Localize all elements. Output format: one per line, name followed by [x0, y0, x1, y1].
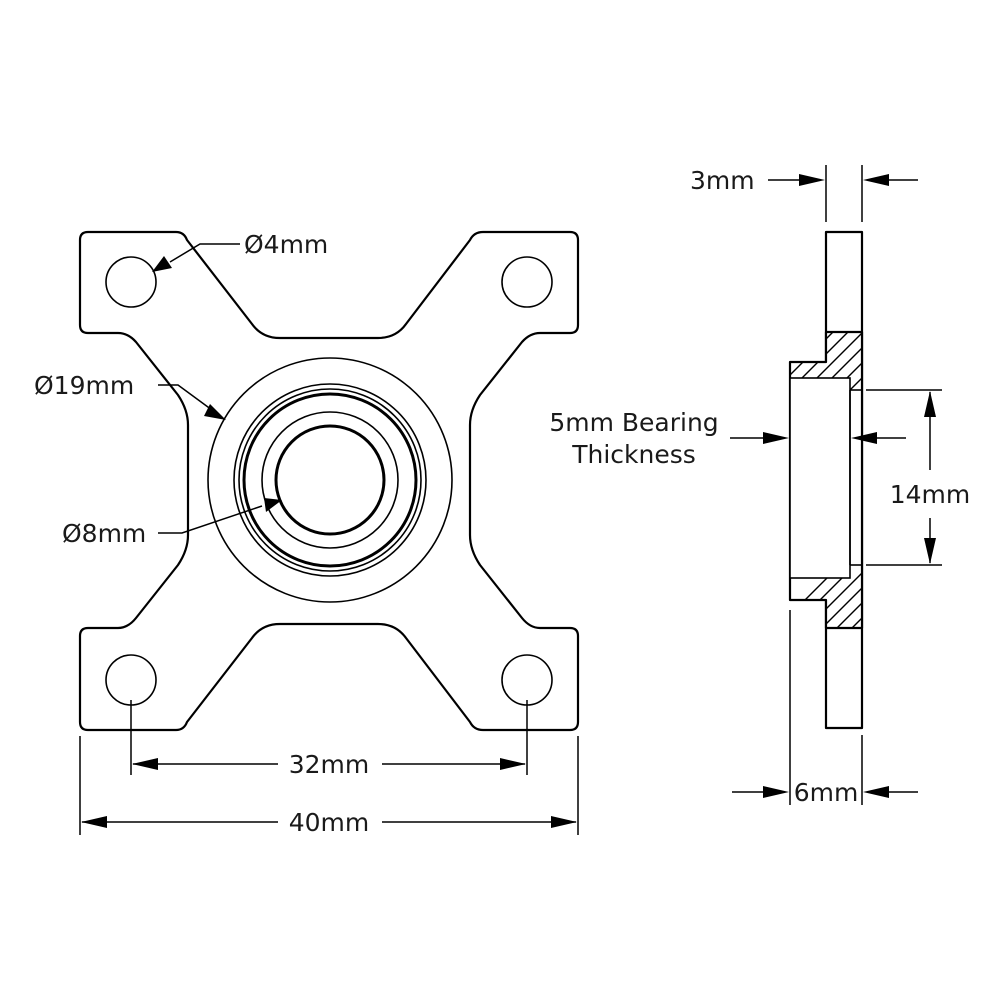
bearing-od-label: 14mm [890, 480, 971, 509]
overall-width-label: 40mm [289, 808, 370, 837]
bearing-thickness-label-2: Thickness [571, 440, 696, 469]
flange-thickness-label: 3mm [690, 166, 755, 195]
bearing-cavity [789, 377, 851, 579]
overall-thickness-label: 6mm [794, 778, 859, 807]
front-view [78, 230, 580, 732]
side-view [788, 230, 864, 730]
hole-spacing-label: 32mm [289, 750, 370, 779]
mount-hole-top-right [501, 256, 553, 308]
side-view-dimensions [730, 165, 942, 805]
mount-hole-dia-label: Ø4mm [244, 230, 328, 259]
hub-rings [207, 357, 453, 603]
hub-dia-label: Ø19mm [34, 371, 134, 400]
bearing-thickness-label-1: 5mm Bearing [549, 408, 718, 437]
plate-outline [78, 230, 580, 732]
front-view-dimensions [79, 243, 579, 835]
mount-hole-top-left [105, 256, 157, 308]
bore-dia-label: Ø8mm [62, 519, 146, 548]
